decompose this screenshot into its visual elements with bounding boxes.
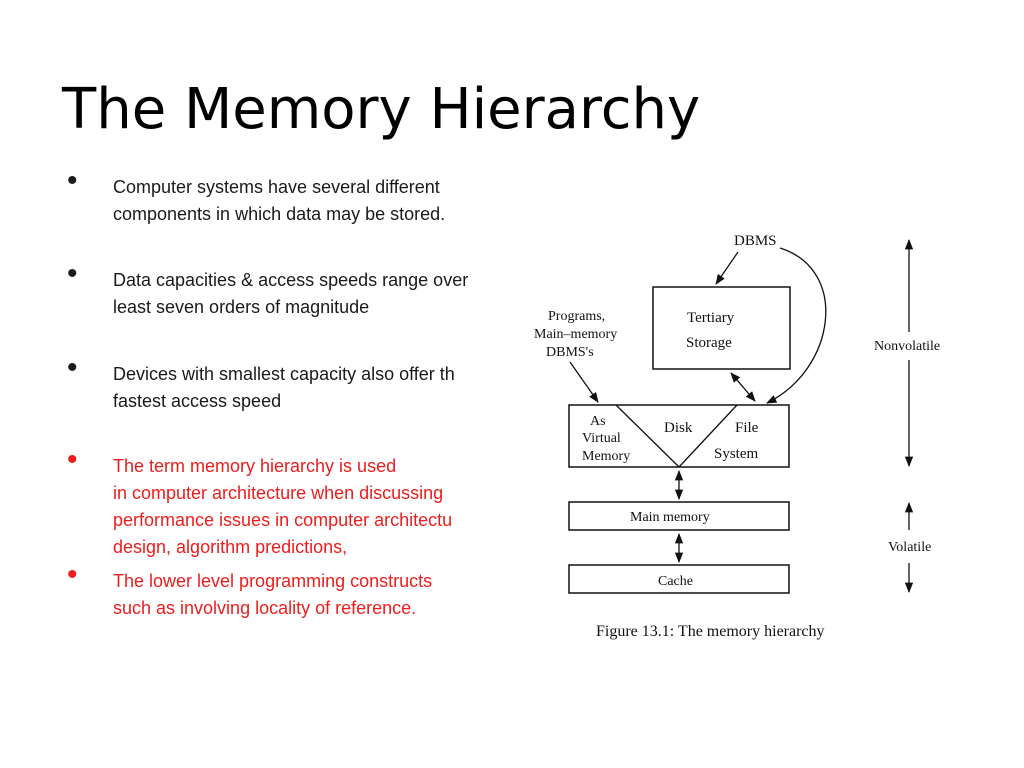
programs-label-line1: Programs, (548, 309, 605, 324)
main-memory-label: Main memory (630, 510, 710, 525)
bullet-text: Data capacities & access speeds range ov… (113, 270, 469, 317)
cache-box (568, 564, 790, 594)
programs-to-virtual-arrow (569, 361, 599, 403)
volatile-label: Volatile (888, 540, 931, 555)
disk-label: Disk (664, 420, 693, 436)
tertiary-storage-box (652, 286, 791, 370)
bullet-list: • Computer systems have several differen… (62, 0, 512, 768)
figure-caption: Figure 13.1: The memory hierarchy (596, 623, 825, 640)
programs-label-line3: DBMS's (546, 345, 594, 360)
file-system-line1: File (735, 420, 759, 436)
virtual-memory-line1: As (590, 414, 606, 429)
disk-divider-right (678, 404, 738, 468)
dbms-to-filesystem-arrow (766, 247, 827, 404)
programs-label-line2: Main–memory (534, 327, 617, 342)
bullet-dot: • (67, 351, 78, 384)
file-system-line2: System (714, 446, 759, 462)
bullet-dot: • (67, 443, 78, 476)
cache-label: Cache (658, 574, 693, 589)
memory-hierarchy-figure: DBMS Programs, Main–memory DBMS's Tertia… (520, 220, 980, 650)
nonvolatile-label: Nonvolatile (874, 339, 940, 354)
bullet-text: The lower level programming constructs s… (113, 571, 433, 618)
bullet-text: Devices with smallest capacity also offe… (113, 364, 455, 411)
bullet-text: Computer systems have several different … (113, 177, 446, 224)
dbms-to-tertiary-arrow (715, 251, 739, 285)
disk-divider-left (615, 404, 680, 468)
bullet-dot: • (67, 558, 78, 591)
bullet-dot: • (67, 164, 78, 197)
slide-title: The Memory Hierarchy (62, 77, 701, 142)
memory-hierarchy-diagram: DBMS Programs, Main–memory DBMS's Tertia… (534, 233, 940, 640)
dbms-label: DBMS (734, 233, 777, 249)
virtual-memory-line3: Memory (582, 449, 630, 464)
tertiary-label-line1: Tertiary (687, 310, 735, 326)
main-memory-box (568, 501, 790, 531)
bullet-dot: • (67, 257, 78, 290)
tertiary-label-line2: Storage (686, 335, 732, 351)
bullet-text: The term memory hierarchy is used in com… (113, 456, 453, 557)
virtual-memory-line2: Virtual (582, 431, 621, 446)
tertiary-disk-arrow (730, 372, 756, 402)
